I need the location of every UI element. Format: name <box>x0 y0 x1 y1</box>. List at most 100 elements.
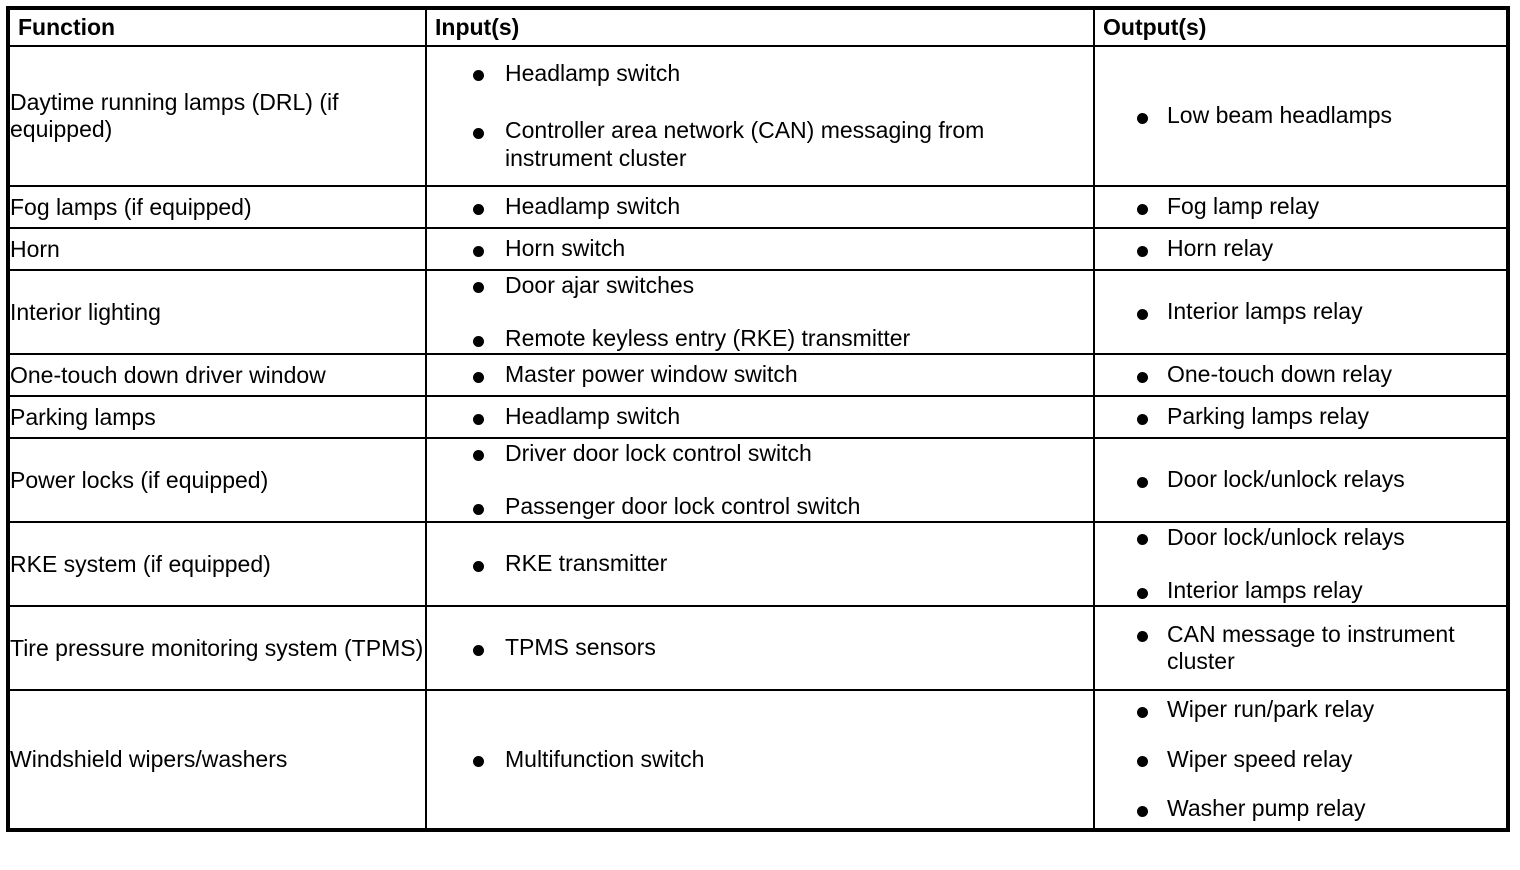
column-header-inputs: Input(s) <box>425 6 1095 48</box>
list-item: Driver door lock control switch <box>427 440 1093 468</box>
cell-outputs: One-touch down relay <box>1093 353 1509 398</box>
table-row: Daytime running lamps (DRL) (if equipped… <box>7 45 1509 188</box>
cell-function: Tire pressure monitoring system (TPMS) <box>7 605 427 692</box>
table-row: Interior lighting Door ajar switches Rem… <box>7 269 1509 356</box>
output-list: Fog lamp relay <box>1095 193 1506 221</box>
bullet-icon <box>473 282 484 294</box>
cell-function: Parking lamps <box>7 395 427 440</box>
cell-inputs: Horn switch <box>425 227 1095 272</box>
list-item: Headlamp switch <box>427 60 1093 88</box>
cell-inputs: Multifunction switch <box>425 689 1095 832</box>
list-item-label: Headlamp switch <box>505 403 681 430</box>
bullet-icon <box>1137 806 1148 818</box>
input-list: RKE transmitter <box>427 550 1093 578</box>
bullet-icon <box>473 756 484 768</box>
input-list: Horn switch <box>427 235 1093 263</box>
list-item: Remote keyless entry (RKE) transmitter <box>427 325 1093 353</box>
bullet-icon <box>1137 534 1148 546</box>
cell-outputs: Parking lamps relay <box>1093 395 1509 440</box>
list-item: Fog lamp relay <box>1095 193 1506 221</box>
input-list: TPMS sensors <box>427 634 1093 662</box>
input-list: Driver door lock control switch Passenge… <box>427 440 1093 521</box>
list-item-label: Fog lamp relay <box>1167 193 1320 220</box>
cell-inputs: Master power window switch <box>425 353 1095 398</box>
bullet-icon <box>1137 476 1148 488</box>
cell-function: Fog lamps (if equipped) <box>7 185 427 230</box>
cell-inputs: Door ajar switches Remote keyless entry … <box>425 269 1095 356</box>
cell-outputs: Door lock/unlock relays <box>1093 437 1509 524</box>
input-list: Headlamp switch <box>427 193 1093 221</box>
bullet-icon <box>1137 587 1148 599</box>
list-item-label: Washer pump relay <box>1167 795 1366 822</box>
list-item: Multifunction switch <box>427 746 1093 774</box>
cell-inputs: Headlamp switch <box>425 395 1095 440</box>
cell-function: One-touch down driver window <box>7 353 427 398</box>
cell-inputs: Headlamp switch <box>425 185 1095 230</box>
list-item: Wiper run/park relay <box>1095 696 1506 724</box>
list-item-label: Master power window switch <box>505 361 798 388</box>
list-item: One-touch down relay <box>1095 361 1506 389</box>
list-item-label: Headlamp switch <box>505 59 681 86</box>
cell-function: Power locks (if equipped) <box>7 437 427 524</box>
bcm-functions-table: Function Input(s) Output(s) Daytime runn… <box>6 6 1510 833</box>
list-item-label: Interior lamps relay <box>1167 298 1363 325</box>
bullet-icon <box>473 503 484 515</box>
list-item-label: Interior lamps relay <box>1167 577 1363 604</box>
bullet-icon <box>473 245 484 257</box>
header-row: Function Input(s) Output(s) <box>7 6 1509 48</box>
bullet-icon <box>1137 245 1148 257</box>
list-item-label: Horn switch <box>505 235 626 262</box>
list-item-label: Driver door lock control switch <box>505 439 812 466</box>
bullet-icon <box>473 70 484 82</box>
table-row: Fog lamps (if equipped) Headlamp switch … <box>7 185 1509 230</box>
list-item-label: CAN message to instrument cluster <box>1167 620 1455 675</box>
output-list: Low beam headlamps <box>1095 102 1506 130</box>
cell-function: Windshield wipers/washers <box>7 689 427 832</box>
list-item-label: Headlamp switch <box>505 193 681 220</box>
bullet-icon <box>1137 203 1148 215</box>
list-item: Headlamp switch <box>427 193 1093 221</box>
list-item-label: Horn relay <box>1167 235 1274 262</box>
cell-outputs: Wiper run/park relay Wiper speed relay W… <box>1093 689 1509 832</box>
cell-inputs: RKE transmitter <box>425 521 1095 608</box>
cell-function: RKE system (if equipped) <box>7 521 427 608</box>
list-item-label: TPMS sensors <box>505 634 656 661</box>
list-item-label: Passenger door lock control switch <box>505 493 861 520</box>
bullet-icon <box>473 203 484 215</box>
cell-outputs: Low beam headlamps <box>1093 45 1509 188</box>
bullet-icon <box>1137 631 1148 643</box>
bullet-icon <box>1137 413 1148 425</box>
table-row: Power locks (if equipped) Driver door lo… <box>7 437 1509 524</box>
bullet-icon <box>473 335 484 347</box>
list-item-label: Multifunction switch <box>505 745 705 772</box>
list-item-label: Parking lamps relay <box>1167 403 1369 430</box>
bullet-icon <box>1137 371 1148 383</box>
list-item-label: Controller area network (CAN) messaging … <box>505 117 985 171</box>
input-list: Door ajar switches Remote keyless entry … <box>427 272 1093 353</box>
list-item-label: RKE transmitter <box>505 550 668 577</box>
cell-outputs: CAN message to instrument cluster <box>1093 605 1509 692</box>
list-item-label: Wiper run/park relay <box>1167 696 1375 723</box>
bullet-icon <box>1137 706 1148 718</box>
table-row: RKE system (if equipped) RKE transmitter… <box>7 521 1509 608</box>
cell-outputs: Horn relay <box>1093 227 1509 272</box>
table-header: Function Input(s) Output(s) <box>7 6 1509 48</box>
cell-function: Daytime running lamps (DRL) (if equipped… <box>7 45 427 188</box>
bullet-icon <box>473 413 484 425</box>
table-row: Windshield wipers/washers Multifunction … <box>7 689 1509 832</box>
cell-inputs: TPMS sensors <box>425 605 1095 692</box>
output-list: One-touch down relay <box>1095 361 1506 389</box>
list-item: Washer pump relay <box>1095 795 1506 823</box>
list-item: TPMS sensors <box>427 634 1093 662</box>
output-list: Interior lamps relay <box>1095 298 1506 326</box>
list-item: Headlamp switch <box>427 403 1093 431</box>
output-list: CAN message to instrument cluster <box>1095 621 1506 676</box>
list-item-label: One-touch down relay <box>1167 361 1393 388</box>
list-item-label: Remote keyless entry (RKE) transmitter <box>505 325 911 352</box>
bullet-icon <box>473 450 484 462</box>
list-item: Horn relay <box>1095 235 1506 263</box>
bullet-icon <box>1137 308 1148 320</box>
cell-function: Horn <box>7 227 427 272</box>
bullet-icon <box>473 644 484 656</box>
